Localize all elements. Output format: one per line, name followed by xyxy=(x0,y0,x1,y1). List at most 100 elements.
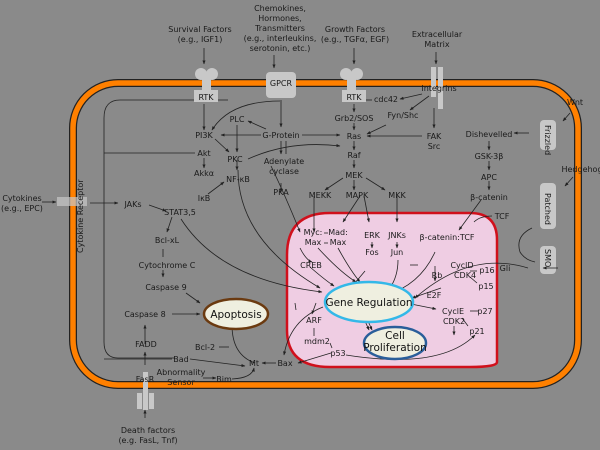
node-p21: p21 xyxy=(469,327,484,336)
node-bax: Bax xyxy=(277,359,292,368)
svg-text:Myc:: Myc: xyxy=(304,228,323,237)
svg-text:Cytokines: Cytokines xyxy=(2,194,41,203)
node-bad: Bad xyxy=(173,355,188,364)
svg-text:(e.g. FasL, Tnf): (e.g. FasL, Tnf) xyxy=(118,436,177,445)
svg-text:Transmitters: Transmitters xyxy=(254,24,305,33)
pathway-edges xyxy=(42,48,574,418)
svg-text:Death factors: Death factors xyxy=(121,426,175,435)
node-p27: p27 xyxy=(477,307,492,316)
svg-text:Max: Max xyxy=(305,238,322,247)
cytokines-label: Cytokines (e.g., EPC) xyxy=(1,194,43,213)
cytokine-loop-line xyxy=(103,99,228,359)
node-fyn-shc: Fyn/Shc xyxy=(388,111,419,120)
svg-text:Adenylate: Adenylate xyxy=(264,157,304,166)
node-dishevelled: Dishevelled xyxy=(466,130,513,139)
node-pkc: PKC xyxy=(227,155,243,164)
svg-text:Apoptosis: Apoptosis xyxy=(210,309,261,321)
node-cycle: CyclE xyxy=(442,307,464,316)
integrins-label: Integrins xyxy=(421,84,456,93)
fasr-receptor xyxy=(137,372,154,410)
node-myc-max: Myc: Max xyxy=(304,228,323,247)
node-pi3k: PI3K xyxy=(195,131,213,140)
node-cdc42: cdc42 xyxy=(374,95,398,104)
node-cycld: CyclD xyxy=(450,261,473,270)
node-fos: Fos xyxy=(365,248,378,257)
node-mkk: MKK xyxy=(388,191,406,200)
node-b-catenin: β-catenin xyxy=(470,193,508,202)
svg-text:Proliferation: Proliferation xyxy=(363,342,427,354)
node-jun: Jun xyxy=(390,248,404,257)
wnt-label: Wnt xyxy=(567,98,583,107)
node-ras: Ras xyxy=(347,132,361,141)
integrins-receptor xyxy=(431,67,443,109)
hedgehog-label: Hedgehog xyxy=(561,165,600,174)
cytokine-receptor-label: Cytokine Receptor xyxy=(76,179,85,253)
svg-text:Hormones,: Hormones, xyxy=(258,14,301,23)
svg-text:Mad:: Mad: xyxy=(328,228,348,237)
node-caspase-9: Caspase 9 xyxy=(145,283,186,292)
svg-text:serotonin, etc.): serotonin, etc.) xyxy=(250,44,311,53)
svg-text:Extracellular: Extracellular xyxy=(412,30,463,39)
gpcr-receptor xyxy=(266,72,296,98)
node-ikb: IκB xyxy=(198,194,211,203)
node-b-catenin-tcf: β-catenin:TCF xyxy=(419,233,474,242)
node-caspase-8: Caspase 8 xyxy=(124,310,165,319)
gene-regulation-node: Gene Regulation xyxy=(323,280,415,324)
node-arf: ARF xyxy=(306,316,322,325)
node-stat35: STAT3,5 xyxy=(164,208,196,217)
node-mapk: MAPK xyxy=(346,191,369,200)
node-p53: p53 xyxy=(330,349,345,358)
node-bcl-xl: Bcl-xL xyxy=(155,236,180,245)
node-plc: PLC xyxy=(230,115,245,124)
rtk-label-2: RTK xyxy=(346,93,362,102)
node-gsk-3b: GSK-3β xyxy=(475,152,504,161)
node-mek: MEK xyxy=(345,171,363,180)
node-akt: Akt xyxy=(197,149,210,158)
svg-text:Growth Factors: Growth Factors xyxy=(325,25,385,34)
frizzled-receptor xyxy=(540,120,556,150)
svg-text:Matrix: Matrix xyxy=(424,40,449,49)
svg-text:(e.g., EPC): (e.g., EPC) xyxy=(1,204,43,213)
node-mad-max: Mad: Max xyxy=(328,228,348,247)
node-rb: Rb xyxy=(432,271,443,280)
node-mekk: MEKK xyxy=(309,191,332,200)
rtk-receptor-growth xyxy=(340,68,366,102)
node-jaks: JAKs xyxy=(123,200,141,209)
node-raf: Raf xyxy=(347,151,360,160)
svg-text:Gene Regulation: Gene Regulation xyxy=(325,297,412,309)
node-gli: Gli xyxy=(500,264,511,273)
node-mt: Mt xyxy=(249,359,259,368)
frizzled-label: Frizzled xyxy=(543,125,552,155)
node-adenylate-cyclase: Adenylate cyclase xyxy=(264,157,304,176)
node-pka: PKA xyxy=(273,188,289,197)
svg-text:cyclase: cyclase xyxy=(269,167,299,176)
node-src: Src xyxy=(428,142,441,151)
gpcr-label: GPCR xyxy=(270,79,293,88)
node-fadd: FADD xyxy=(135,340,157,349)
svg-text:(e.g., TGFα, EGF): (e.g., TGFα, EGF) xyxy=(321,35,389,44)
node-p15: p15 xyxy=(478,282,493,291)
node-creb: CREB xyxy=(300,261,322,270)
patched-receptor xyxy=(540,183,556,229)
node-mdm2: mdm2 xyxy=(304,337,330,346)
node-erk: ERK xyxy=(364,231,381,240)
svg-text:Chemokines,: Chemokines, xyxy=(254,4,306,13)
node-cdk4: CDK4 xyxy=(454,271,476,280)
rtk-label-1: RTK xyxy=(198,93,214,102)
svg-text:(e.g., interleukins,: (e.g., interleukins, xyxy=(244,34,317,43)
node-apc: APC xyxy=(481,173,497,182)
node-akka: Akkα xyxy=(194,169,214,178)
death-factors-label: Death factors (e.g. FasL, Tnf) xyxy=(118,426,177,445)
node-nfkb: NF-κB xyxy=(226,175,250,184)
patched-label: Patched xyxy=(543,193,552,225)
svg-text:Sensor: Sensor xyxy=(167,378,195,387)
node-jnks: JNKs xyxy=(387,231,406,240)
cell-proliferation-node: Cell Proliferation xyxy=(362,325,428,361)
smo-label: SMO xyxy=(543,249,552,267)
node-tcf: TCF xyxy=(494,212,510,221)
node-grb2-sos: Grb2/SOS xyxy=(335,114,374,123)
rtk-receptor-survival xyxy=(194,68,218,102)
fasr-label: FasR xyxy=(136,375,155,384)
survival-factors-label: Survival Factors (e.g., IGF1) xyxy=(168,25,231,44)
svg-text:Max: Max xyxy=(330,238,347,247)
